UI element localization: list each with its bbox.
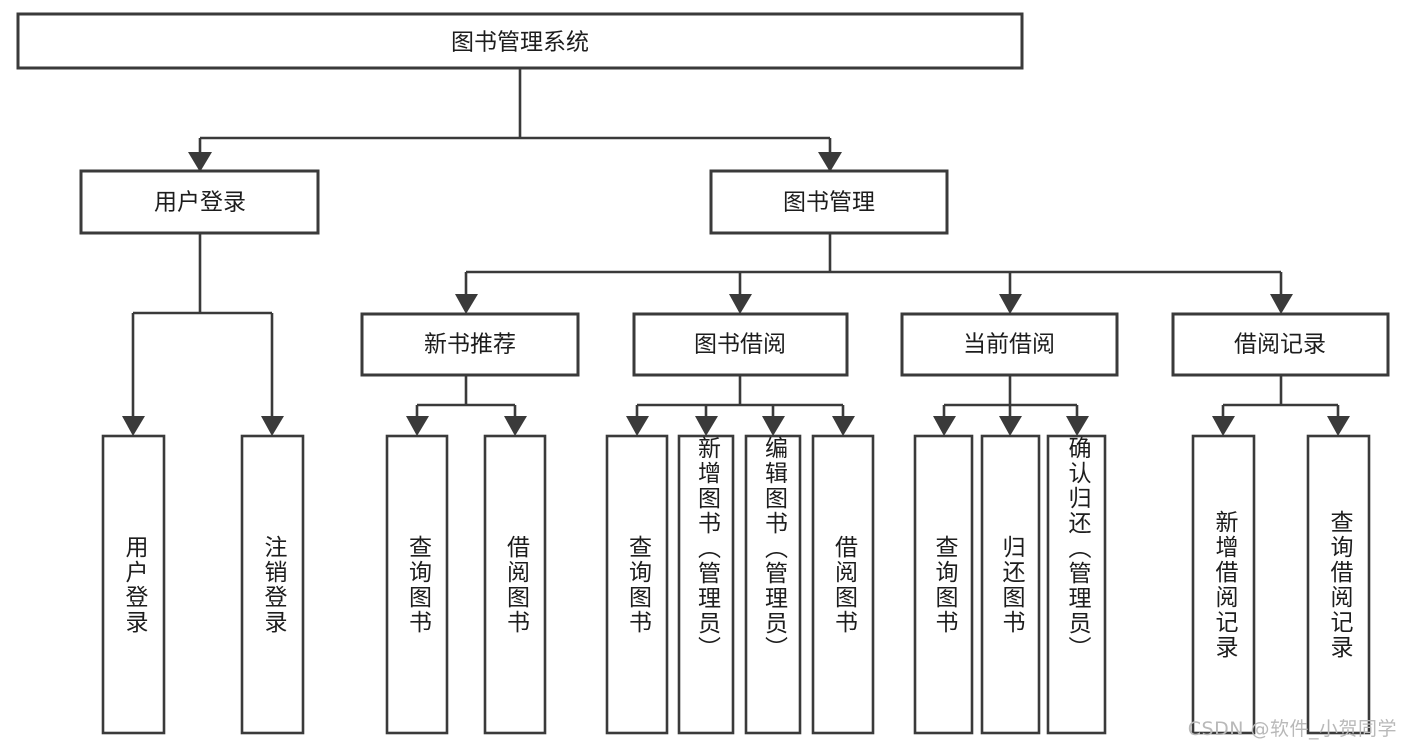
node-root-label: 图书管理系统 [451, 30, 589, 56]
node-user-login[interactable]: 用户登录 [79, 169, 320, 235]
leaf-query-book-3-box[interactable] [913, 434, 974, 735]
arrow-to-user-login [188, 152, 212, 172]
leaf-edit-book-box[interactable] [744, 434, 802, 735]
node-new-book-rec[interactable]: 新书推荐 [360, 312, 580, 377]
node-current-borrow-box[interactable] [900, 312, 1119, 377]
node-book-borrow-box[interactable] [632, 312, 849, 377]
leaf-user-login-box[interactable] [101, 434, 166, 735]
node-root[interactable]: 图书管理系统 [16, 12, 1024, 70]
arrow-leaf-query-book-2 [626, 416, 649, 436]
leaf-boxes [101, 434, 1371, 735]
leaf-query-book-2-box[interactable] [605, 434, 669, 735]
arrow-leaf-borrow-book-1 [504, 416, 527, 436]
leaf-logout-box[interactable] [240, 434, 305, 735]
node-user-login-box[interactable] [79, 169, 320, 235]
node-new-book-rec-box[interactable] [360, 312, 580, 377]
arrow-leaf-user-login [122, 416, 145, 436]
leaf-add-book-box[interactable] [677, 434, 735, 735]
node-borrow-record-box[interactable] [1171, 312, 1390, 377]
leaf-confirm-return-box[interactable] [1046, 434, 1107, 735]
arrow-to-new-book-rec [455, 294, 478, 314]
node-book-manage-label: 图书管理 [783, 190, 875, 216]
arrow-leaf-logout [261, 416, 284, 436]
arrow-leaf-confirm-return [1066, 416, 1089, 436]
leaf-borrow-book-1-box[interactable] [483, 434, 547, 735]
arrow-leaf-borrow-book-2 [832, 416, 855, 436]
leaf-borrow-book-2-box[interactable] [811, 434, 875, 735]
node-user-login-label: 用户登录 [154, 190, 246, 216]
arrow-leaf-query-book-3 [933, 416, 956, 436]
node-current-borrow-label: 当前借阅 [963, 332, 1055, 358]
node-borrow-record[interactable]: 借阅记录 [1171, 312, 1390, 377]
arrow-leaf-return-book [999, 416, 1022, 436]
arrow-leaf-add-book [695, 416, 718, 436]
csdn-watermark: CSDN @软件_小贺同学 [1187, 718, 1397, 740]
arrow-to-borrow-record [1270, 294, 1293, 314]
leaf-query-book-1-box[interactable] [385, 434, 449, 735]
arrow-leaf-query-record [1327, 416, 1350, 436]
arrow-to-book-borrow [729, 294, 752, 314]
node-current-borrow[interactable]: 当前借阅 [900, 312, 1119, 377]
arrow-leaf-query-book-1 [406, 416, 429, 436]
leaf-query-record-box[interactable] [1306, 434, 1371, 735]
node-borrow-record-label: 借阅记录 [1234, 332, 1326, 358]
node-book-manage[interactable]: 图书管理 [709, 169, 949, 235]
node-book-borrow-label: 图书借阅 [694, 332, 786, 358]
node-book-manage-box[interactable] [709, 169, 949, 235]
arrow-leaf-add-record [1212, 416, 1235, 436]
leaf-return-book-box[interactable] [980, 434, 1041, 735]
arrow-to-current-borrow [999, 294, 1022, 314]
node-new-book-rec-label: 新书推荐 [424, 332, 516, 358]
leaf-add-record-box[interactable] [1191, 434, 1256, 735]
connectors [122, 68, 1350, 436]
node-book-borrow[interactable]: 图书借阅 [632, 312, 849, 377]
arrow-leaf-edit-book [762, 416, 785, 436]
node-root-box[interactable] [16, 12, 1024, 70]
arrow-to-book-manage [818, 152, 842, 172]
